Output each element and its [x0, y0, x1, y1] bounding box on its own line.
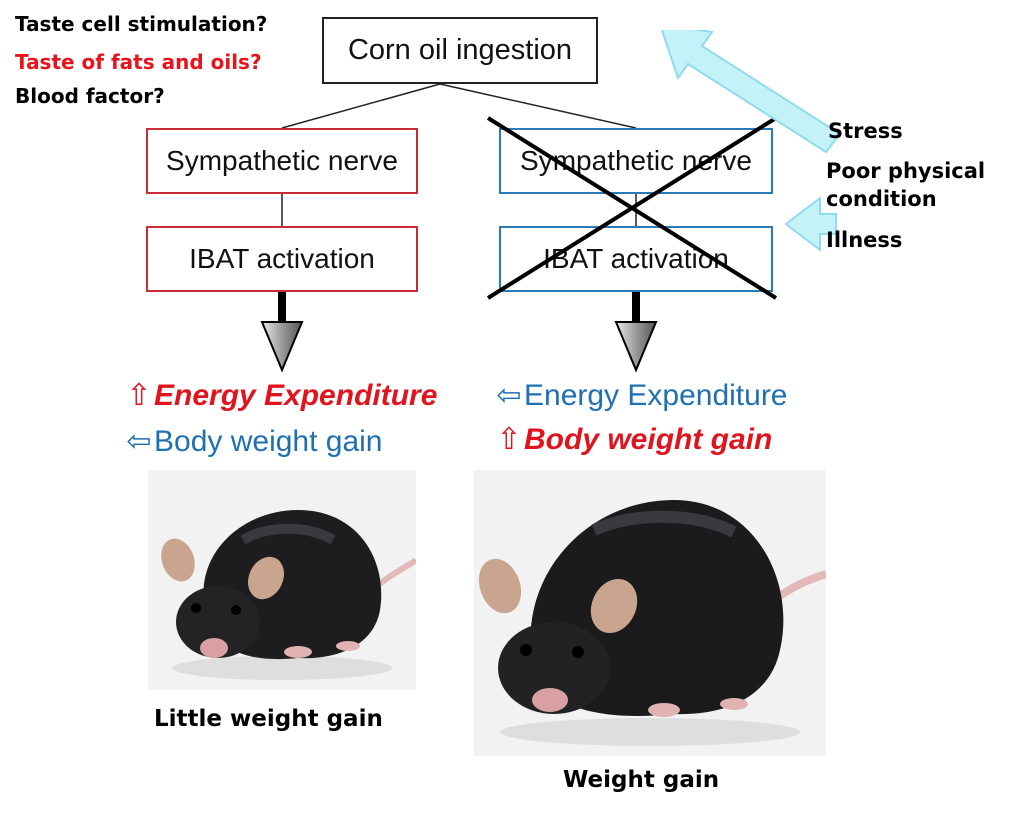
corn-oil-ingestion-box: Corn oil ingestion	[322, 17, 598, 84]
factor-illness: Illness	[826, 228, 903, 252]
left-sympathetic-nerve-label: Sympathetic nerve	[166, 145, 398, 176]
left-body-weight-gain: ⇦Body weight gain	[124, 424, 383, 459]
up-arrow-icon: ⇧	[496, 423, 522, 456]
question-taste-cell: Taste cell stimulation?	[15, 12, 268, 36]
left-body-weight-gain-text: Body weight gain	[154, 425, 383, 458]
right-energy-expenditure: ⇦Energy Expenditure	[494, 378, 788, 413]
factor-stress: Stress	[828, 119, 903, 143]
right-body-weight-gain-text: Body weight gain	[524, 423, 773, 456]
left-down-arrow-icon	[260, 292, 304, 373]
right-ibat-activation-box: IBAT activation	[499, 226, 773, 292]
left-energy-expenditure-text: Energy Expenditure	[154, 379, 438, 412]
left-sympathetic-nerve-box: Sympathetic nerve	[146, 128, 418, 194]
right-sympathetic-nerve-box: Sympathetic nerve	[499, 128, 773, 194]
lean-mouse-photo	[148, 470, 416, 690]
right-body-weight-gain: ⇧Body weight gain	[494, 422, 772, 457]
left-ibat-activation-label: IBAT activation	[189, 243, 375, 274]
connector-top-right	[439, 83, 637, 129]
question-blood-factor: Blood factor?	[15, 84, 165, 108]
right-energy-expenditure-text: Energy Expenditure	[524, 379, 788, 412]
left-arrow-icon: ⇦	[496, 379, 522, 412]
factor-poor-physical-condition: Poor physical condition	[826, 159, 986, 211]
left-arrow-icon: ⇦	[126, 425, 152, 458]
left-energy-expenditure: ⇧Energy Expenditure	[124, 378, 437, 413]
connector-top-left	[281, 83, 441, 129]
left-caption: Little weight gain	[154, 706, 383, 732]
illness-arrow-icon	[784, 196, 837, 253]
stress-arrow-icon	[660, 30, 842, 154]
question-taste-fats: Taste of fats and oils?	[15, 50, 262, 74]
right-caption: Weight gain	[563, 767, 720, 793]
left-ibat-activation-box: IBAT activation	[146, 226, 418, 292]
right-down-arrow-icon	[614, 292, 658, 373]
corn-oil-ingestion-label: Corn oil ingestion	[347, 34, 573, 66]
obese-mouse-photo	[474, 470, 826, 756]
up-arrow-icon: ⇧	[126, 379, 152, 412]
